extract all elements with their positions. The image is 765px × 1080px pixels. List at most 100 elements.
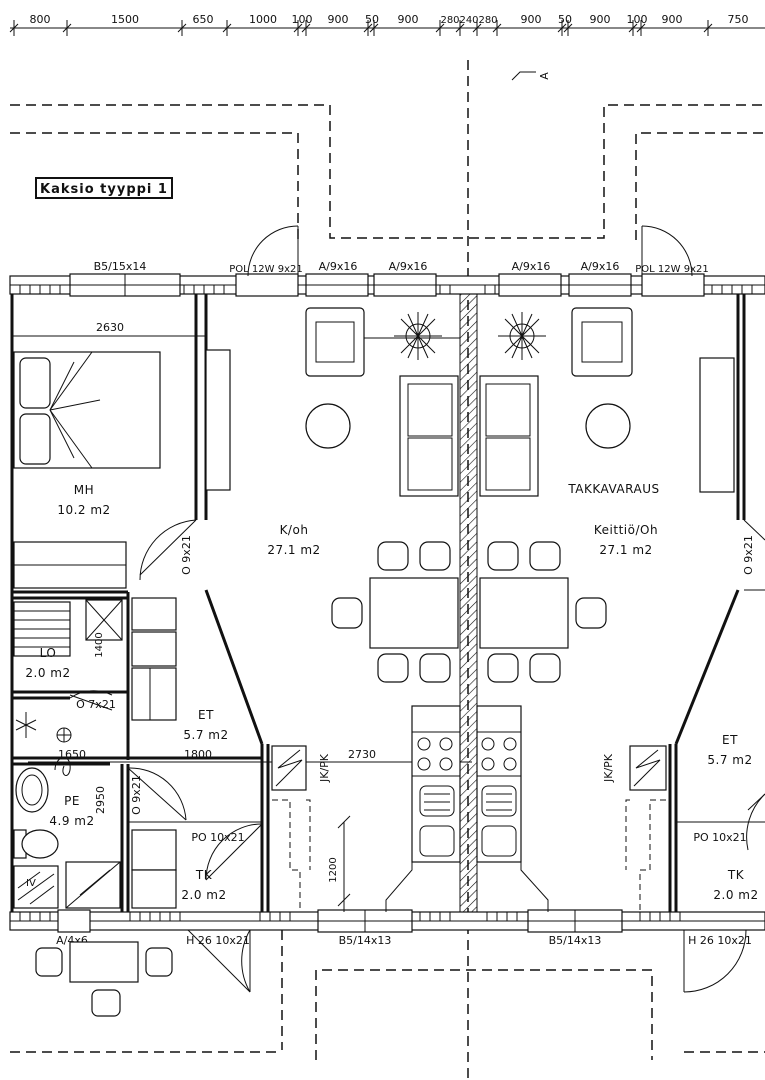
dim-lines-mid — [28, 757, 268, 777]
window-label-a1: A/9x16 — [319, 260, 358, 273]
door-label-po-right: PO 10x21 — [693, 831, 746, 844]
balcony-door-right — [641, 225, 693, 277]
door-label-pe: O 9x21 — [130, 775, 143, 815]
room-et-right-name: ET — [722, 733, 738, 747]
room-keittio-area: 27.1 m2 — [599, 543, 652, 557]
top-dim-17: 750 — [728, 13, 749, 26]
top-dim-15: 100 — [627, 13, 648, 26]
entrance-door-right — [683, 929, 747, 993]
dim-1800: 1800 — [184, 748, 212, 761]
sauna-benches — [13, 599, 123, 657]
kitchen-right-edge — [520, 862, 549, 912]
top-dim-9: 280 — [440, 15, 459, 26]
room-pe-area: 4.9 m2 — [49, 814, 94, 828]
room-keittio-name: Keittiö/Oh — [594, 523, 658, 537]
jkpk-left-unit — [271, 745, 311, 912]
tk-left-door — [205, 823, 263, 881]
dim-2630: 2630 — [96, 321, 124, 334]
room-mh-name: MH — [74, 483, 94, 497]
top-dim-14: 900 — [590, 13, 611, 26]
dim-1400: 1400 — [94, 632, 105, 657]
room-koh-area: 27.1 m2 — [267, 543, 320, 557]
plant-right — [498, 312, 546, 360]
window-label-pol-right: POL 12W 9x21 — [635, 264, 708, 275]
window-label-b5-bottom-left: B5/14x13 — [339, 934, 392, 947]
jkpk-right-unit — [625, 745, 667, 912]
terrace-furniture — [35, 941, 173, 1017]
mh-door — [139, 519, 197, 581]
armchair-left — [305, 307, 365, 377]
top-dim-5: 100 — [292, 13, 313, 26]
top-dim-16: 900 — [662, 13, 683, 26]
plan-title-box: Kaksio tyyppi 1 — [35, 177, 173, 199]
top-exterior-wall — [9, 273, 765, 297]
iv-label: IV — [26, 878, 36, 889]
top-dim-1: 800 — [30, 13, 51, 26]
sofa-left — [399, 375, 459, 497]
top-dim-13: 50 — [558, 13, 572, 26]
door-label-po-left: PO 10x21 — [191, 831, 244, 844]
coffee-table-left — [305, 403, 351, 449]
room-et-right-area: 5.7 m2 — [707, 753, 752, 767]
tk-left-shelves — [131, 829, 177, 909]
room-koh-name: K/oh — [280, 523, 309, 537]
window-label-a3: A/9x16 — [512, 260, 551, 273]
right-edge-door — [743, 519, 765, 591]
top-dim-8: 900 — [398, 13, 419, 26]
top-dim-3: 650 — [193, 13, 214, 26]
top-dim-11: 280 — [478, 15, 497, 26]
balcony-door-left — [247, 225, 299, 277]
lower-dashed-outline — [10, 930, 765, 1060]
fireplace-reservation — [699, 357, 735, 493]
right-unit-walls — [668, 294, 765, 912]
top-dim-12: 900 — [521, 13, 542, 26]
room-mh-area: 10.2 m2 — [57, 503, 110, 517]
shelf-left — [205, 349, 231, 491]
room-et-left-name: ET — [198, 708, 214, 722]
bottom-exterior-wall — [9, 909, 765, 933]
dim-1650: 1650 — [58, 748, 86, 761]
top-dimension-chain: 800 1500 650 1000 100 900 50 900 280 240… — [9, 13, 765, 36]
dining-set-right — [479, 541, 607, 683]
plan-title: Kaksio tyyppi 1 — [40, 182, 168, 197]
top-dim-10: 240 — [459, 15, 478, 26]
room-tk-left-area: 2.0 m2 — [181, 888, 226, 902]
jkpk-left-label: JK/PK — [318, 753, 331, 783]
tk-right-door — [746, 793, 765, 851]
jkpk-right-label: JK/PK — [602, 753, 615, 783]
room-et-left-area: 5.7 m2 — [183, 728, 228, 742]
door-label-right-edge: O 9x21 — [742, 535, 755, 575]
kitchen-right — [476, 705, 522, 863]
window-label-pol-left: POL 12W 9x21 — [229, 264, 302, 275]
dim-1200-line — [337, 815, 351, 912]
window-label-b5-bottom-right: B5/14x13 — [549, 934, 602, 947]
kitchen-left — [411, 705, 461, 863]
bathroom-fixtures — [13, 767, 121, 909]
room-tk-left-name: TK — [195, 868, 213, 882]
window-label-a4: A/9x16 — [581, 260, 620, 273]
armchair-right — [571, 307, 633, 377]
window-label-b5-top: B5/15x14 — [94, 260, 147, 273]
door-label-h26-left: H 26 10x21 — [186, 934, 250, 947]
coffee-table-right — [585, 403, 631, 449]
window-label-a2: A/9x16 — [389, 260, 428, 273]
entrance-door-left — [187, 929, 251, 993]
dim-2950: 2950 — [94, 786, 107, 814]
plant-left — [394, 312, 442, 360]
sofa-right — [479, 375, 539, 497]
dim-2730: 2730 — [348, 748, 376, 761]
top-dim-6: 900 — [328, 13, 349, 26]
double-bed — [13, 351, 161, 469]
top-dim-4: 1000 — [249, 13, 277, 26]
top-dim-7: 50 — [365, 13, 379, 26]
shower-head-icon — [15, 712, 37, 738]
pe-door — [127, 767, 187, 821]
takkavaraus-label: TAKKAVARAUS — [567, 482, 659, 496]
top-dim-2: 1500 — [111, 13, 139, 26]
party-wall — [459, 293, 478, 913]
room-pe-name: PE — [64, 794, 80, 808]
kitchen-left-edge — [385, 862, 413, 912]
room-tk-right-area: 2.0 m2 — [713, 888, 758, 902]
door-label-mh: O 9x21 — [180, 535, 193, 575]
